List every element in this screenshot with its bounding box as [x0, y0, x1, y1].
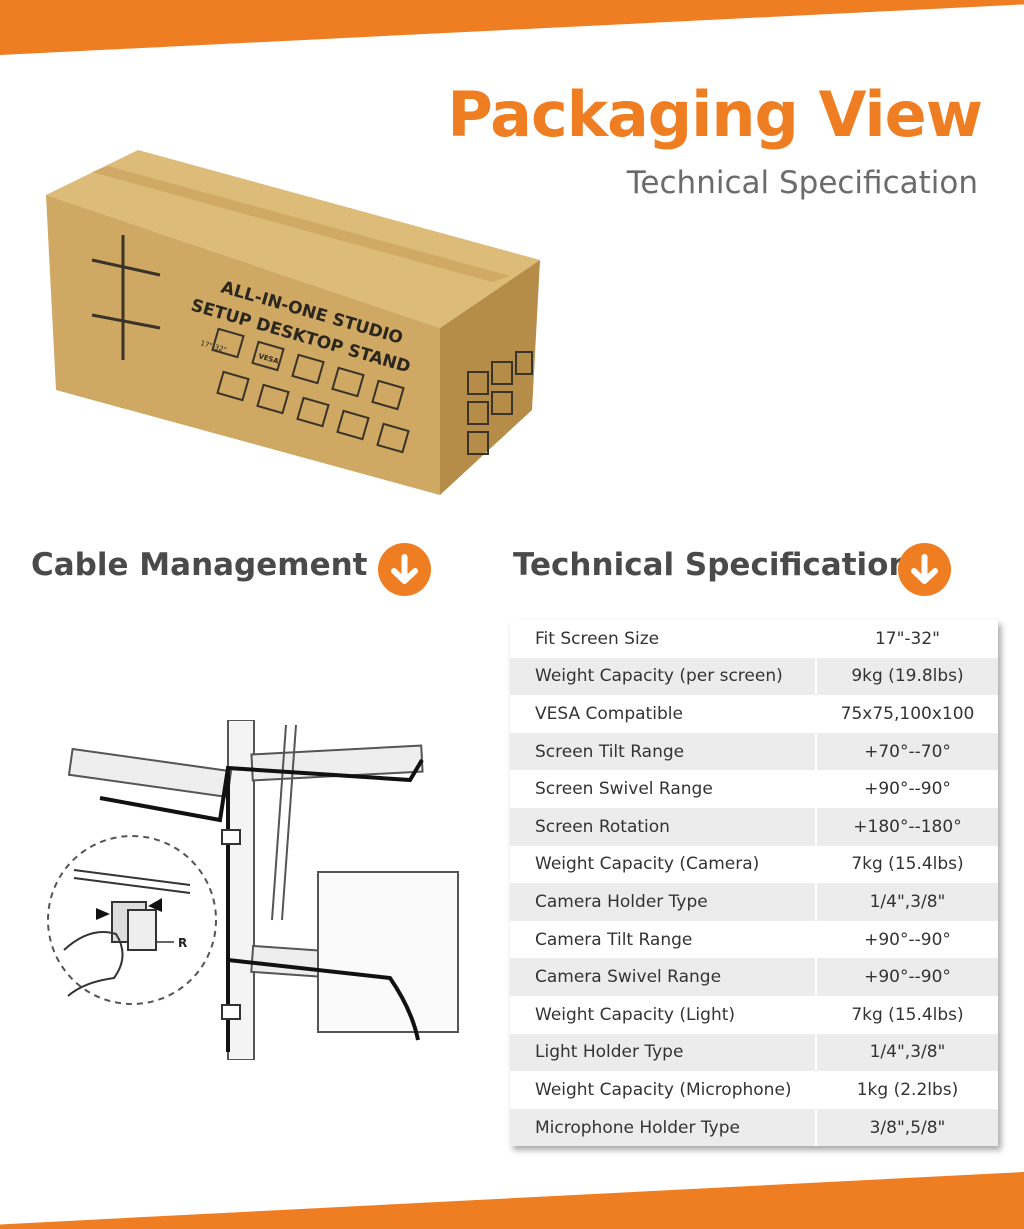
- cable-management-heading: Cable Management: [31, 547, 368, 583]
- technical-specification-heading: Technical Specification: [513, 547, 911, 583]
- stand-drawing-icon: [91, 235, 161, 360]
- spec-value: +70°--70°: [815, 732, 998, 771]
- spec-label: Weight Capacity (Microphone): [535, 1079, 792, 1100]
- spec-label: Screen Swivel Range: [535, 779, 713, 800]
- spec-row: Camera Swivel Range+90°--90°: [510, 958, 998, 996]
- feature-badges-icon: [211, 327, 410, 454]
- spec-row: Screen Rotation+180°--180°: [510, 807, 998, 846]
- spec-value: +90°--90°: [815, 920, 998, 959]
- spec-value: 1/4",3/8": [815, 1033, 998, 1072]
- callout-label: R: [178, 936, 187, 950]
- spec-row: Camera Tilt Range +90°--90°: [510, 920, 998, 959]
- spec-label: Weight Capacity (Camera): [535, 854, 760, 875]
- spec-value: 1kg (2.2lbs): [815, 1071, 998, 1109]
- top-accent-band: [0, 0, 1024, 55]
- page-subtitle: Technical Specification: [626, 165, 978, 201]
- spec-label: Light Holder Type: [510, 1033, 816, 1072]
- spec-label: Screen Tilt Range: [510, 732, 816, 771]
- packaging-box-illustration: ALL-IN-ONE STUDIO SETUP DESKTOP STAND 17…: [46, 150, 540, 495]
- handling-symbols-icon: [467, 351, 533, 455]
- cable-management-diagram: R: [47, 720, 459, 1060]
- spec-row: Weight Capacity (Microphone) 1kg (2.2lbs): [510, 1071, 998, 1109]
- spec-row: Screen Swivel Range +90°--90°: [510, 770, 998, 808]
- spec-value: +90°--90°: [815, 958, 998, 996]
- spec-row: Fit Screen Size 17"-32": [510, 620, 998, 658]
- spec-value: +90°--90°: [815, 770, 998, 808]
- spec-row: Weight Capacity (Light) 7kg (15.4lbs): [510, 995, 998, 1034]
- spec-value: +180°--180°: [815, 807, 998, 846]
- spec-value: 3/8",5/8": [815, 1108, 998, 1147]
- spec-label: Weight Capacity (Light): [535, 1004, 736, 1025]
- spec-row: Weight Capacity (per screen)9kg (19.8lbs…: [510, 657, 998, 696]
- spec-row: Screen Tilt Range+70°--70°: [510, 732, 998, 771]
- spec-label: Camera Swivel Range: [510, 958, 816, 996]
- spec-table: Fit Screen Size 17"-32"Weight Capacity (p…: [510, 620, 998, 1147]
- spec-value: 17"-32": [815, 620, 998, 658]
- spec-label: VESA Compatible: [535, 703, 683, 724]
- spec-value: 9kg (19.8lbs): [815, 657, 998, 696]
- spec-row: Weight Capacity (Camera) 7kg (15.4lbs): [510, 845, 998, 884]
- spec-label: Camera Holder Type: [510, 883, 816, 921]
- spec-value: 1/4",3/8": [815, 883, 998, 921]
- arrow-down-icon: [898, 543, 951, 596]
- arrow-down-icon: [378, 543, 431, 596]
- spec-row: VESA Compatible 75x75,100x100: [510, 695, 998, 733]
- page-title: Packaging View: [447, 78, 983, 151]
- spec-label: Camera Tilt Range: [535, 929, 693, 950]
- spec-label: Microphone Holder Type: [510, 1108, 816, 1147]
- spec-label: Screen Rotation: [510, 807, 816, 846]
- bottom-accent-band: [0, 1172, 1024, 1229]
- spec-value: 7kg (15.4lbs): [815, 995, 998, 1034]
- spec-value: 75x75,100x100: [815, 695, 998, 733]
- spec-label: Weight Capacity (per screen): [510, 657, 816, 696]
- spec-label: Fit Screen Size: [535, 628, 660, 649]
- spec-value: 7kg (15.4lbs): [815, 845, 998, 884]
